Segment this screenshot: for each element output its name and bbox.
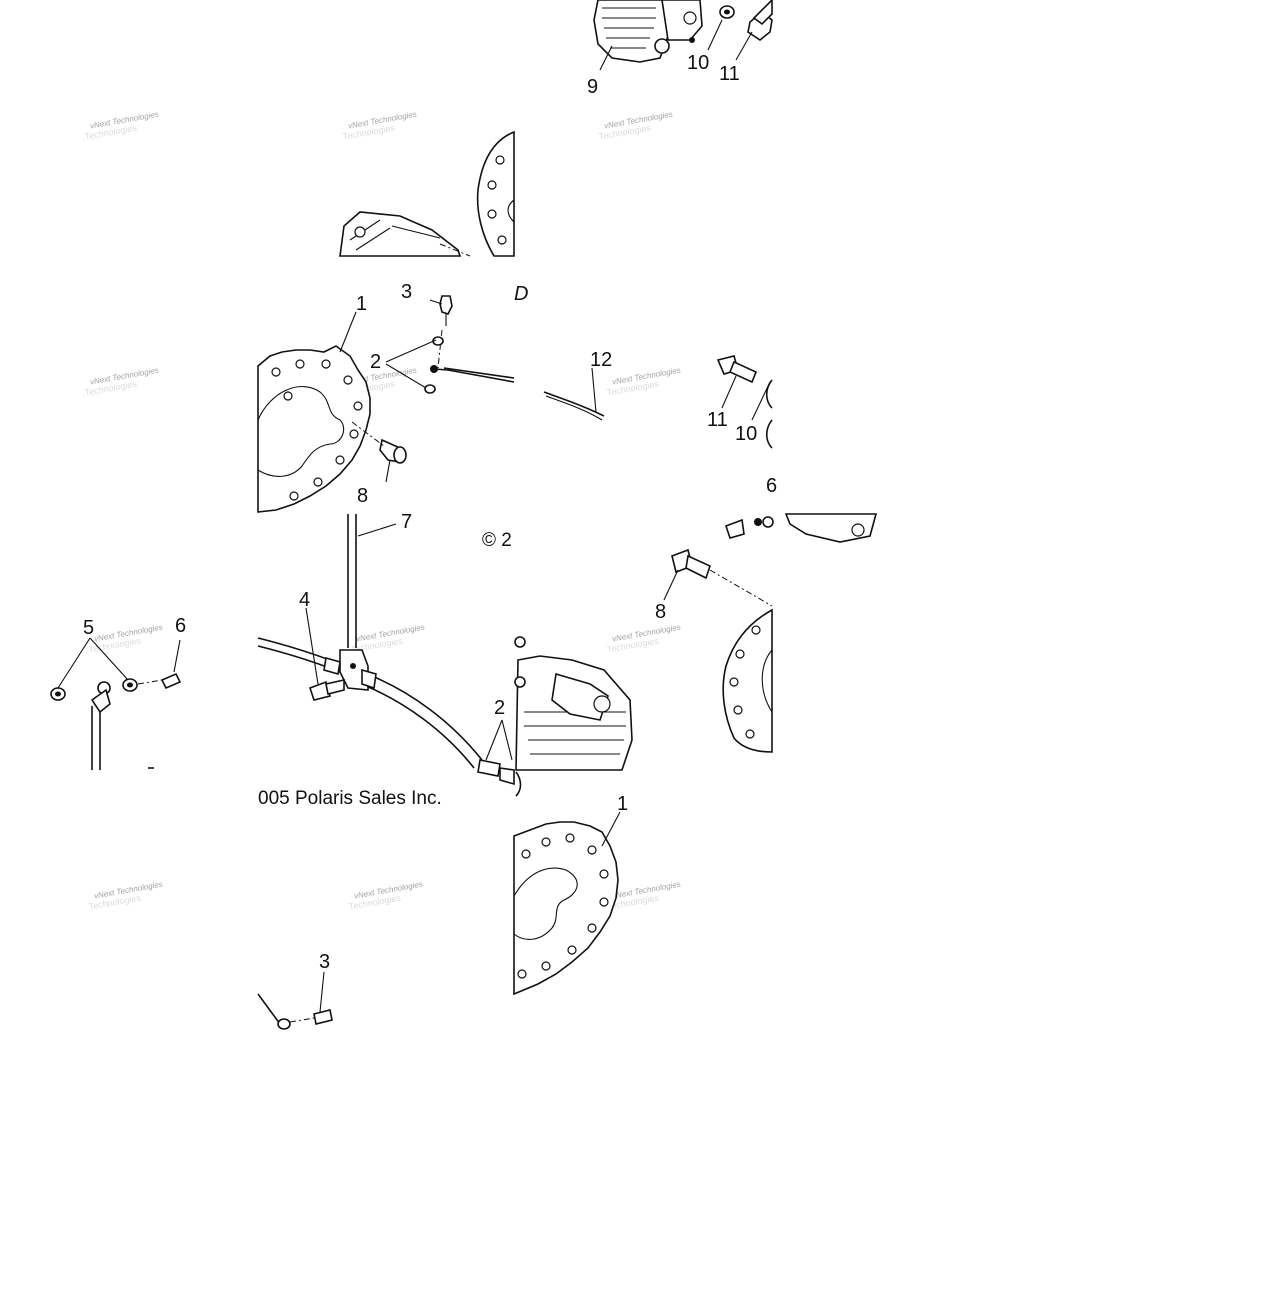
watermark-tile: Technologies vNext Technologies bbox=[88, 623, 163, 655]
bolt-part-4 bbox=[308, 679, 345, 701]
leader-5 bbox=[57, 637, 129, 689]
leader-11 bbox=[735, 31, 753, 61]
callout-1b: 1 bbox=[617, 793, 628, 815]
callout-fragment-d: D bbox=[514, 283, 528, 305]
callout-1: 1 bbox=[356, 293, 367, 315]
leader-2b bbox=[485, 719, 513, 761]
leader-12 bbox=[591, 367, 597, 413]
watermark-tile: Technologies vNext Technologies bbox=[84, 110, 159, 142]
leader-1 bbox=[339, 311, 357, 353]
callout-2: 2 bbox=[370, 351, 381, 373]
bolt-part-3b bbox=[257, 993, 333, 1030]
callout-11: 11 bbox=[719, 63, 740, 85]
bolt-part-3 bbox=[437, 295, 453, 369]
caliper-fragment-far-right bbox=[724, 513, 878, 543]
brake-hose-part-7 bbox=[257, 514, 483, 769]
brake-disc-right bbox=[722, 608, 773, 753]
watermark-tile: Technologies vNext Technologies bbox=[606, 366, 681, 398]
caliper-fragment-right bbox=[765, 379, 773, 449]
banjo-fitting-left bbox=[50, 672, 182, 770]
watermark-tile: Technologies vNext Technologies bbox=[84, 366, 159, 398]
watermark-tile: Technologies vNext Technologies bbox=[342, 110, 417, 142]
watermark-tile: Technologies vNext Technologies bbox=[88, 880, 163, 912]
callout-10: 10 bbox=[687, 52, 709, 74]
callout-11b: 11 bbox=[707, 409, 728, 431]
copyright-left: 005 Polaris Sales Inc. bbox=[258, 788, 442, 809]
bolt-part-8 bbox=[351, 421, 407, 464]
leader-8 bbox=[385, 459, 391, 483]
brake-disc-part-1b bbox=[513, 821, 619, 996]
callout-8: 8 bbox=[357, 485, 368, 507]
caliper-fragment-upper bbox=[339, 211, 471, 257]
copyright-right: © 2 bbox=[482, 530, 512, 551]
callout-12: 12 bbox=[590, 349, 612, 371]
strap-part-12 bbox=[543, 391, 605, 421]
brake-hose-end bbox=[430, 365, 515, 383]
callout-3b: 3 bbox=[319, 951, 330, 973]
disc-fragment-upper bbox=[476, 130, 515, 257]
leader-2 bbox=[385, 339, 437, 389]
callout-9: 9 bbox=[587, 76, 598, 98]
leader-11b bbox=[721, 375, 737, 409]
tee-fitting bbox=[339, 649, 377, 691]
watermark-tile: Technologies vNext Technologies bbox=[606, 623, 681, 655]
callout-3: 3 bbox=[401, 281, 412, 303]
callout-10b: 10 bbox=[735, 423, 757, 445]
leader-1b bbox=[601, 811, 621, 847]
leader-10 bbox=[707, 19, 723, 51]
watermark-tile: Technologies vNext Technologies bbox=[348, 880, 423, 912]
caliper-lower bbox=[514, 636, 633, 797]
nut-part-10 bbox=[719, 5, 735, 19]
callout-4: 4 bbox=[299, 589, 310, 611]
bolt-part-11 bbox=[716, 355, 758, 384]
brake-disc-part-1 bbox=[257, 345, 371, 513]
leader-7 bbox=[357, 523, 397, 537]
callout-6: 6 bbox=[175, 615, 186, 637]
callout-5: 5 bbox=[83, 617, 94, 639]
leader-10b bbox=[751, 381, 771, 421]
callout-7: 7 bbox=[401, 511, 412, 533]
pin-part-11 bbox=[747, 0, 773, 41]
leader-6 bbox=[173, 639, 181, 673]
leader-4 bbox=[305, 607, 319, 685]
bolt-part-8b bbox=[671, 548, 773, 607]
leader-8b bbox=[663, 569, 679, 601]
callout-2b: 2 bbox=[494, 697, 505, 719]
hose-fitting-lower bbox=[477, 759, 515, 786]
leader-9 bbox=[599, 45, 613, 71]
callout-8b: 8 bbox=[655, 601, 666, 623]
watermark-tile: Technologies vNext Technologies bbox=[598, 110, 673, 142]
callout-6b: 6 bbox=[766, 475, 777, 497]
leader-3b bbox=[319, 971, 325, 1013]
caliper-top bbox=[593, 0, 703, 63]
leader-3 bbox=[429, 299, 443, 305]
